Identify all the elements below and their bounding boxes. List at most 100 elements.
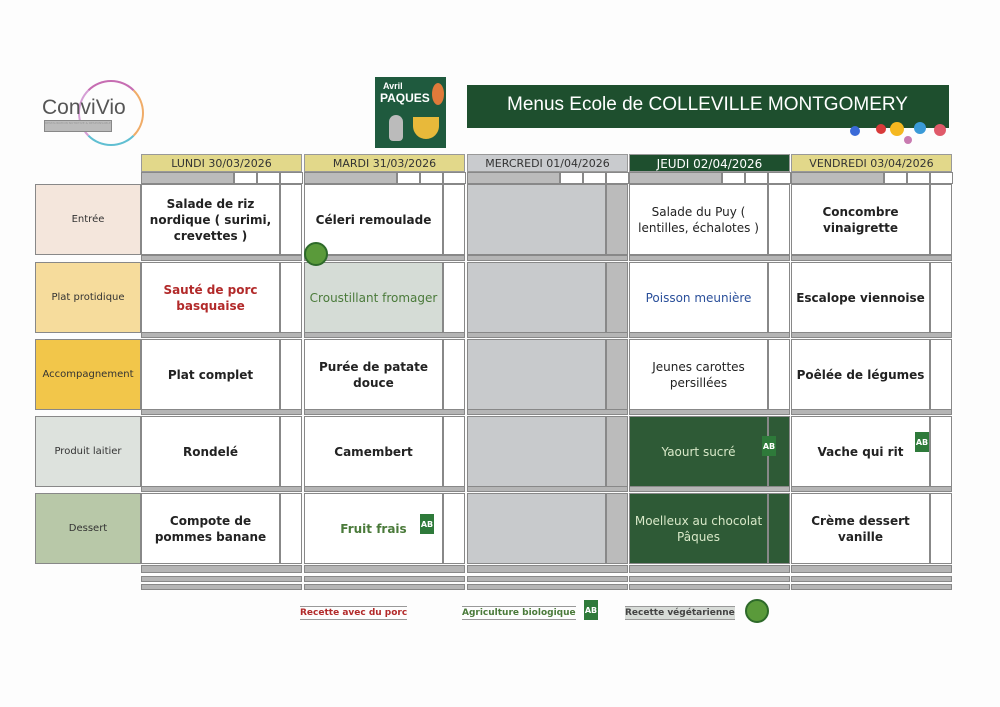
row-separator — [304, 255, 465, 261]
organic-ab-icon: AB — [584, 600, 598, 620]
menu-cell-side — [280, 339, 302, 410]
organic-ab-icon: AB — [420, 514, 434, 534]
menu-cell: Compote de pommes banane — [141, 493, 280, 564]
menu-cell: Yaourt sucré — [629, 416, 768, 487]
day-subheader — [467, 172, 560, 184]
day-subheader-box — [420, 172, 443, 184]
menu-cell — [467, 416, 606, 487]
day-subheader-box — [745, 172, 768, 184]
footer-bar — [304, 584, 465, 590]
row-separator — [467, 486, 628, 492]
bunny-icon — [389, 115, 403, 141]
vegetarian-icon — [745, 599, 769, 623]
row-separator — [141, 409, 302, 415]
footer-bar — [141, 576, 302, 582]
row-separator — [629, 486, 790, 492]
footer-bar — [467, 584, 628, 590]
day-subheader-box — [397, 172, 420, 184]
row-label: Accompagnement — [35, 339, 141, 410]
day-subheader-box — [257, 172, 280, 184]
row-separator — [467, 332, 628, 338]
logo-tagline: RESTAURATION NUTRITIVE & RESPONSABLE — [44, 120, 112, 132]
day-subheader-box — [768, 172, 791, 184]
row-separator — [791, 255, 952, 261]
day-header: MERCREDI 01/04/2026 — [467, 154, 628, 172]
row-separator — [304, 332, 465, 338]
menu-cell-side — [606, 339, 628, 410]
footer-bar — [791, 565, 952, 573]
convivio-logo: ConviVio RESTAURATION NUTRITIVE & RESPON… — [42, 80, 144, 146]
day-subheader — [304, 172, 397, 184]
menu-cell-side — [606, 416, 628, 487]
organic-ab-icon: AB — [915, 432, 929, 452]
menu-cell-side — [930, 184, 952, 255]
menu-cell-side — [930, 262, 952, 333]
easter-badge: Avril PAQUES — [375, 77, 446, 148]
menu-cell: Rondelé — [141, 416, 280, 487]
day-header: MARDI 31/03/2026 — [304, 154, 465, 172]
menu-cell: Escalope viennoise — [791, 262, 930, 333]
menu-cell-side — [606, 262, 628, 333]
day-subheader-box — [234, 172, 257, 184]
menu-cell: Céleri remoulade — [304, 184, 443, 255]
flowers-decoration — [850, 122, 950, 152]
menu-cell-side — [443, 416, 465, 487]
menu-cell-side — [280, 184, 302, 255]
day-subheader-box — [280, 172, 303, 184]
menu-cell: Vache qui rit — [791, 416, 930, 487]
easter-title: PAQUES — [380, 91, 430, 105]
day-subheader — [141, 172, 234, 184]
logo-ring — [78, 80, 144, 146]
page-title: Menus Ecole de COLLEVILLE MONTGOMERY — [467, 85, 949, 128]
basket-icon — [413, 117, 439, 139]
menu-cell-side — [930, 416, 952, 487]
row-separator — [791, 332, 952, 338]
day-header: LUNDI 30/03/2026 — [141, 154, 302, 172]
footer-bar — [629, 565, 790, 573]
menu-cell: Salade du Puy ( lentilles, échalotes ) — [629, 184, 768, 255]
menu-cell: Sauté de porc basquaise — [141, 262, 280, 333]
footer-bar — [141, 565, 302, 573]
footer-bar — [467, 576, 628, 582]
menu-cell: Jeunes carottes persillées — [629, 339, 768, 410]
footer-bar — [304, 576, 465, 582]
menu-cell: Salade de riz nordique ( surimi, crevett… — [141, 184, 280, 255]
day-subheader — [791, 172, 884, 184]
menu-cell-side — [606, 184, 628, 255]
menu-cell-side — [443, 262, 465, 333]
day-subheader-box — [907, 172, 930, 184]
day-subheader-box — [583, 172, 606, 184]
organic-ab-icon: AB — [762, 436, 776, 456]
footer-bar — [791, 584, 952, 590]
day-subheader — [629, 172, 722, 184]
menu-cell: Poêlée de légumes — [791, 339, 930, 410]
menu-cell: Croustillant fromager — [304, 262, 443, 333]
footer-bar — [467, 565, 628, 573]
easter-month: Avril — [383, 81, 403, 91]
footer-bar — [791, 576, 952, 582]
menu-cell-side — [606, 493, 628, 564]
row-separator — [141, 332, 302, 338]
menu-cell-side — [768, 262, 790, 333]
day-subheader-box — [930, 172, 953, 184]
menu-cell — [467, 339, 606, 410]
legend-pork: Recette avec du porc — [300, 606, 408, 620]
day-subheader-box — [443, 172, 466, 184]
day-subheader-box — [722, 172, 745, 184]
row-label: Plat protidique — [35, 262, 141, 333]
row-separator — [791, 486, 952, 492]
menu-cell: Fruit frais — [304, 493, 443, 564]
day-subheader-box — [606, 172, 629, 184]
row-label: Dessert — [35, 493, 141, 564]
menu-cell: Crème dessert vanille — [791, 493, 930, 564]
legend-organic: Agriculture biologique — [462, 606, 576, 620]
day-header: JEUDI 02/04/2026 — [629, 154, 790, 172]
menu-cell-side — [280, 416, 302, 487]
footer-bar — [141, 584, 302, 590]
row-separator — [467, 409, 628, 415]
row-separator — [629, 255, 790, 261]
menu-cell — [467, 184, 606, 255]
egg-icon — [432, 83, 444, 105]
day-subheader-box — [884, 172, 907, 184]
